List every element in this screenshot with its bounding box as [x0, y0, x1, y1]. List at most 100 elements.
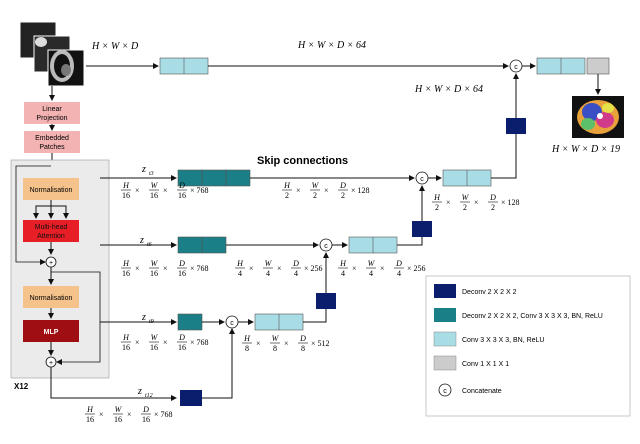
legend-swatch-concat: [438, 383, 452, 397]
legend-label-concat: Concatenate: [462, 388, 502, 395]
dims-z12-times: ×: [127, 410, 132, 419]
dims-quarter-w-den: 4: [266, 269, 270, 278]
dims-quarter-h-den: 4: [238, 269, 242, 278]
svg-text:Normalisation: Normalisation: [30, 187, 73, 194]
dims-z6-times: ×: [163, 264, 168, 273]
dims-half-right-d-den: 2: [491, 203, 495, 212]
dims-half-right-times: ×: [474, 198, 479, 207]
svg-text:c: c: [514, 64, 518, 71]
svg-text:Projection: Projection: [36, 115, 67, 122]
svg-text:Multi-head: Multi-head: [35, 224, 68, 231]
dims-z3-times: ×: [135, 186, 140, 195]
dims-z12-d-num: D: [142, 405, 149, 414]
svg-text:Embedded: Embedded: [35, 135, 69, 142]
legend-label-deconv-conv: Deconv 2 X 2 X 2, Conv 3 X 3 X 3, BN, Re…: [462, 313, 603, 320]
dims-eighth-w-num: W: [272, 334, 280, 343]
dims-half-right-w-den: 2: [463, 203, 467, 212]
dims-z6-h-den: 16: [122, 269, 130, 278]
dims-quarter-right-w-den: 4: [369, 269, 373, 278]
dims-z9-d-num: D: [178, 333, 185, 342]
dims-half-ch: × 128: [351, 186, 370, 195]
dims-quarter-times: ×: [277, 264, 282, 273]
repeat-label: X12: [14, 382, 29, 391]
deconv-conv-z9-1: [177, 313, 203, 331]
dims-quarter-w-num: W: [265, 259, 273, 268]
dims-z12-times: ×: [99, 410, 104, 419]
linear-projection-block: [24, 102, 80, 124]
dims-quarter-right-w-num: W: [368, 259, 376, 268]
deconv-up-2: [412, 221, 432, 237]
dims-z6-ch: × 768: [190, 264, 209, 273]
dims-quarter-h-num: H: [236, 259, 244, 268]
svg-text:+: +: [49, 260, 53, 267]
skip-z6-symbol: z: [139, 235, 144, 246]
dims-half-right-ch: × 128: [501, 198, 520, 207]
dims-z3-h-num: H: [122, 181, 130, 190]
dims-quarter-right-ch: × 256: [407, 264, 426, 273]
deconv-up-3: [316, 293, 336, 309]
svg-text:t9: t9: [149, 319, 154, 325]
dims-half-d-den: 2: [341, 191, 345, 200]
dims-half-right-times: ×: [446, 198, 451, 207]
dims-eighth-times: ×: [256, 339, 261, 348]
dims-eighth-w-den: 8: [273, 344, 277, 353]
deconv-z12: [180, 390, 202, 406]
dims-z3-d-num: D: [178, 181, 185, 190]
legend-swatch-deconv-conv: [434, 308, 456, 322]
normalisation-block-1: [23, 178, 79, 200]
deconv-conv-z3-2: [201, 169, 227, 187]
dims-z12-w-den: 16: [114, 415, 122, 424]
dims-half-d-num: D: [339, 181, 346, 190]
dims-z6-times: ×: [135, 264, 140, 273]
multi-head-attention-block: [23, 220, 79, 242]
dims-half-w-num: W: [312, 181, 320, 190]
legend-swatch-conv: [433, 331, 457, 347]
dims-half-right-w-num: W: [462, 193, 470, 202]
deconv-conv-z6-1: [177, 236, 203, 254]
svg-text:t3: t3: [149, 171, 154, 177]
dims-half-times: ×: [296, 186, 301, 195]
deconv-up-1: [506, 118, 526, 134]
svg-text:c: c: [324, 243, 328, 250]
dims-quarter-right-times: ×: [380, 264, 385, 273]
dims-quarter-times: ×: [249, 264, 254, 273]
svg-text:t12: t12: [145, 393, 153, 399]
svg-text:+: +: [49, 360, 53, 367]
top-dims-label: H × W × D × 64: [297, 40, 366, 51]
dims-eighth-d-num: D: [299, 334, 306, 343]
dims-quarter-right-h-num: H: [339, 259, 347, 268]
dims-quarter-d-den: 4: [294, 269, 298, 278]
dims-z3-times: ×: [163, 186, 168, 195]
legend: Deconv 2 X 2 X 2 Deconv 2 X 2 X 2, Conv …: [425, 275, 631, 417]
mlp-block: [23, 320, 79, 342]
skip-z12-symbol: z: [137, 386, 142, 397]
dims-z12-ch: × 768: [154, 410, 173, 419]
dims-z3-w-num: W: [151, 181, 159, 190]
deconv-conv-z6-2: [201, 236, 227, 254]
legend-swatch-deconv: [434, 284, 456, 298]
svg-text:Attention: Attention: [37, 233, 65, 240]
dims-quarter-right-h-den: 4: [341, 269, 345, 278]
dims-eighth-times: ×: [284, 339, 289, 348]
skip-z9-symbol: z: [141, 312, 146, 323]
dims-z6-d-den: 16: [178, 269, 186, 278]
dims-quarter-d-num: D: [292, 259, 299, 268]
dims-z3-d-den: 16: [178, 191, 186, 200]
svg-text:c: c: [230, 320, 234, 327]
svg-text:c: c: [443, 388, 447, 395]
dims-z9-h-num: H: [122, 333, 130, 342]
dims-half-right-d-num: D: [489, 193, 496, 202]
svg-text:Normalisation: Normalisation: [30, 295, 73, 302]
conv1-block: [586, 57, 610, 75]
normalisation-block-2: [23, 286, 79, 308]
dims-quarter-right-times: ×: [352, 264, 357, 273]
svg-text:Patches: Patches: [39, 144, 65, 151]
output-dims-label: H × W × D × 19: [551, 144, 620, 155]
dims-z9-d-den: 16: [178, 343, 186, 352]
svg-text:Linear: Linear: [42, 106, 62, 113]
deconv-conv-z3-3: [225, 169, 251, 187]
dims-z9-w-den: 16: [150, 343, 158, 352]
dims-half-right-h-den: 2: [435, 203, 439, 212]
dims-z9-times: ×: [163, 338, 168, 347]
dims-z9-ch: × 768: [190, 338, 209, 347]
